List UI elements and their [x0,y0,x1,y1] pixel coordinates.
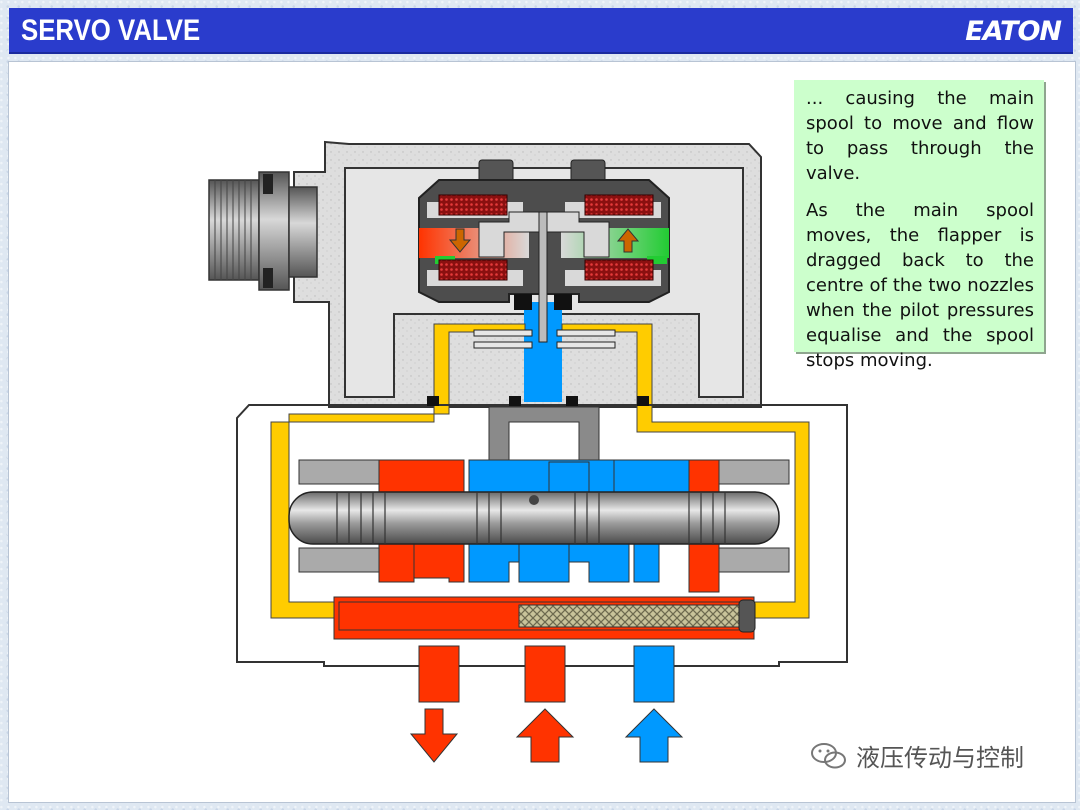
main-spool [288,491,780,545]
electrical-connector [208,171,318,291]
filter [338,599,756,633]
title-bar: SERVO VALVE EATON [9,8,1073,54]
port-p-arrow [515,708,575,763]
note-paragraph-1: ... causing the main spool to move and f… [806,88,1034,184]
slide-area: ... causing the main spool to move and f… [8,61,1076,803]
note-paragraph-2: As the main spool moves, the flapper is … [806,200,1034,371]
wechat-icon [811,742,846,768]
servo-valve-diagram [208,140,848,763]
port-a-arrow [409,708,459,763]
watermark-text: 液压传动与控制 [856,744,1024,772]
flapper [538,211,548,343]
page-title: SERVO VALVE [21,14,201,47]
eaton-logo: EATON [965,16,1062,47]
port-t-arrow [624,708,684,763]
watermark: 液压传动与控制 [810,738,1024,773]
explanation-note: ... causing the main spool to move and f… [794,80,1044,371]
